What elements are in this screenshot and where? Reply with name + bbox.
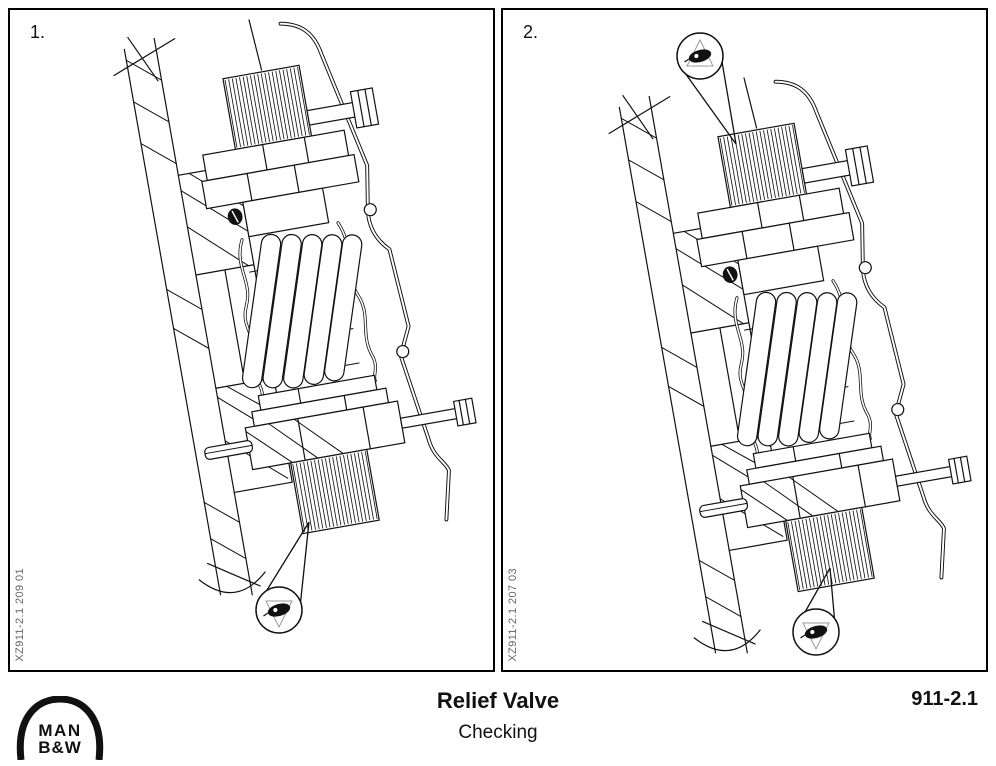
inspection-eye-icon xyxy=(255,586,303,634)
step-number: 2. xyxy=(523,22,539,42)
page-footer: MAN B&W Relief Valve Checking 911-2.1 xyxy=(0,672,996,766)
step-number: 1. xyxy=(30,22,46,42)
inspection-eye-icon xyxy=(792,608,840,656)
magnifier-cone-top xyxy=(679,49,737,145)
figure-step-2: 2. XZ911-2.1 207 03 xyxy=(501,8,988,672)
relief-valve-assembly xyxy=(597,45,986,664)
page-subtitle: Checking xyxy=(458,722,538,744)
inspection-eye-icon xyxy=(676,32,724,80)
relief-valve-drawing-2 xyxy=(597,32,986,664)
logo-text-bw: B&W xyxy=(38,738,82,757)
section-code: 911-2.1 xyxy=(911,688,978,710)
page-title: Relief Valve xyxy=(436,688,560,713)
relief-valve-assembly xyxy=(102,10,493,606)
man-bw-logo: MAN B&W xyxy=(16,696,104,760)
logo-text-man: MAN xyxy=(38,721,81,740)
figure-step-1: 1. XZ911-2.1 209 01 xyxy=(8,8,495,672)
figure-panels: 1. XZ911-2.1 209 01 2. XZ9 xyxy=(8,8,988,672)
relief-valve-drawing-1 xyxy=(102,10,493,634)
drawing-reference: XZ911-2.1 207 03 xyxy=(507,568,519,662)
drawing-reference: XZ911-2.1 209 01 xyxy=(14,568,26,662)
